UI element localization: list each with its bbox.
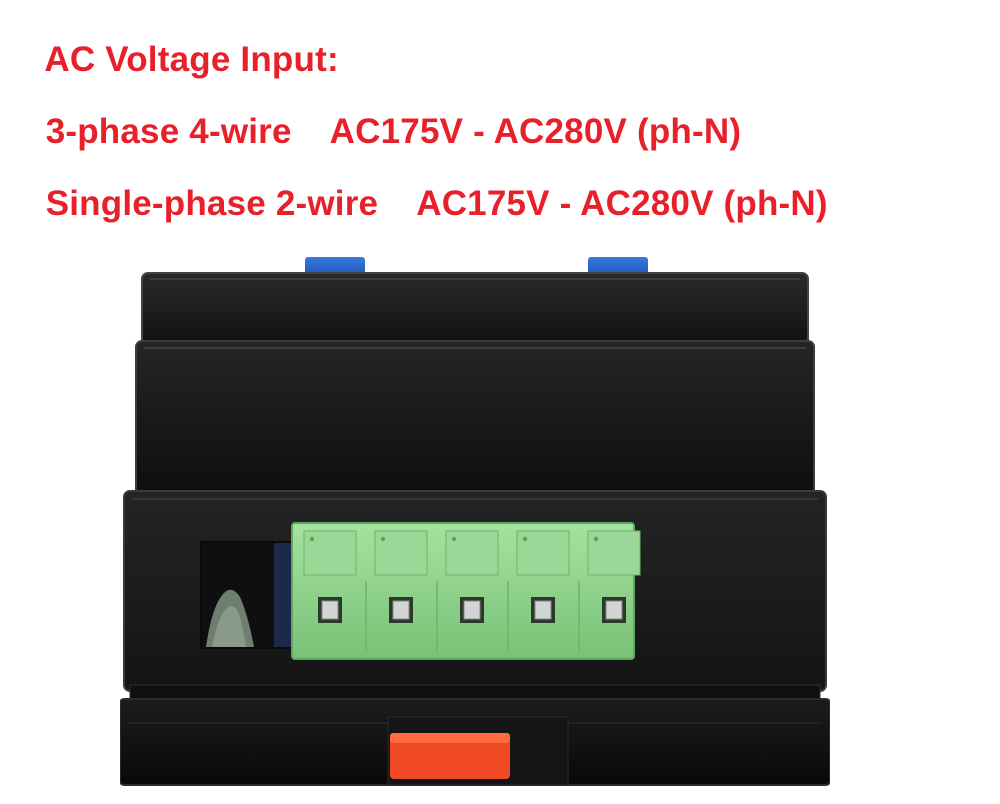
spec-line-single-phase: Single-phase 2-wire AC175V - AC280V (ph-N…: [6, 144, 828, 264]
din-rail-module: [120, 255, 830, 800]
spec-wiring-label: Single-phase 2-wire: [45, 184, 379, 223]
spec-voltage-range: AC175V - AC280V (ph-N): [329, 112, 742, 151]
spec-line-three-phase: 3-phase 4-wire AC175V - AC280V (ph-N): [6, 72, 741, 192]
screw-terminal-1: [303, 530, 367, 651]
housing-top: [141, 272, 809, 346]
spec-wiring-label: 3-phase 4-wire: [45, 112, 292, 151]
screw-terminal-2: [374, 530, 438, 651]
orange-din-clip: [390, 733, 510, 779]
spec-title: AC Voltage Input:: [6, 0, 339, 120]
screw-terminal-5: [587, 530, 641, 623]
terminal-block: [291, 522, 641, 660]
housing-middle: [135, 340, 815, 496]
screw-terminal-4: [516, 530, 580, 651]
terminal-window: [200, 541, 300, 649]
spec-voltage-range: AC175V - AC280V (ph-N): [416, 184, 828, 223]
screw-terminal-3: [445, 530, 509, 651]
spec-title-text: AC Voltage Input:: [44, 40, 339, 79]
